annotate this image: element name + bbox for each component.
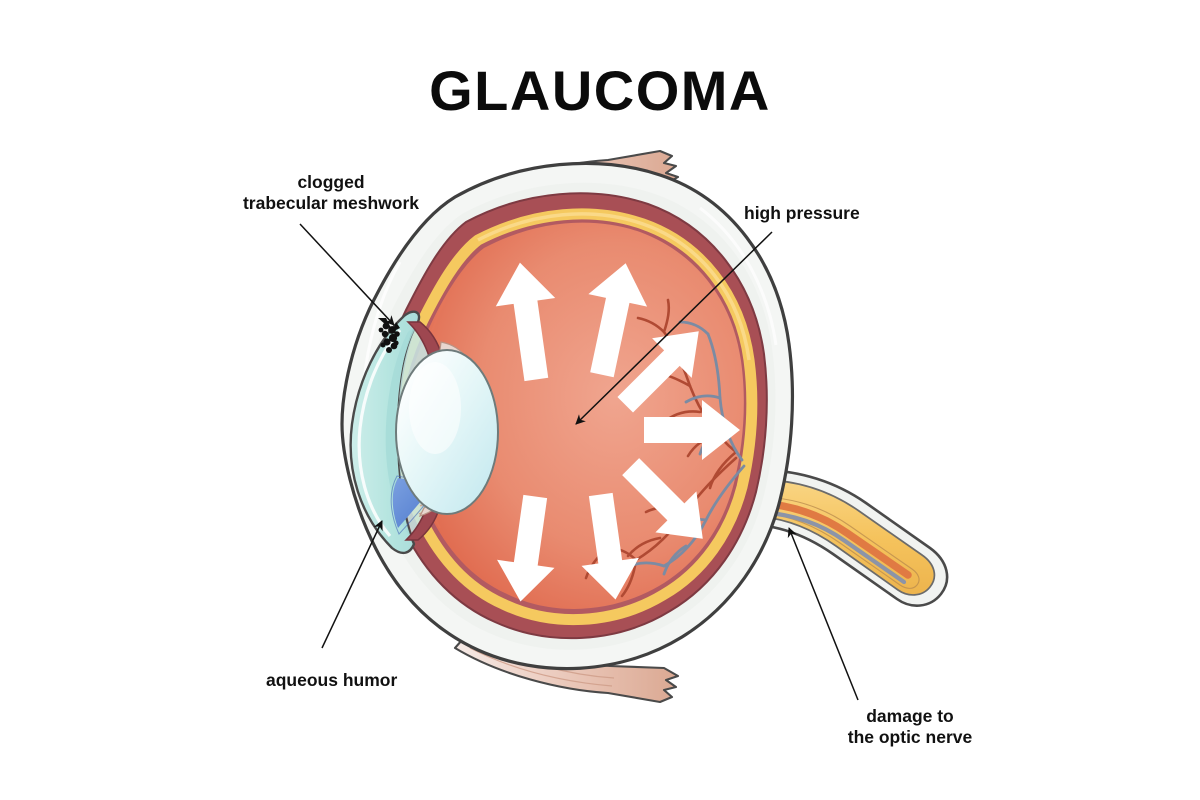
leader-damage-to-the-optic-nerve: [787, 527, 859, 701]
callout-leader-lines: [299, 223, 859, 701]
callout-label-damage-line2: the optic nerve: [847, 727, 973, 747]
callout-label-high-pressure: high pressure: [744, 203, 860, 223]
pressure-arrow-down-center: [581, 492, 639, 600]
leader-high-pressure: [575, 231, 773, 425]
pressure-arrow-up-left: [495, 262, 556, 382]
callout-label-damage-to-the-optic-nerve: damage to the optic nerve: [840, 706, 980, 748]
leader-clogged-trabecular-meshwork: [299, 223, 395, 326]
pressure-arrows: [495, 262, 740, 602]
page-title: GLAUCOMA: [429, 59, 771, 122]
pressure-arrow-up-right: [588, 263, 648, 378]
pressure-arrow-down-left: [497, 494, 555, 602]
pressure-arrow-up-right-diagonal: [617, 331, 699, 413]
callout-label-clogged-line1: clogged: [297, 172, 365, 192]
callout-label-aqueous-humor: aqueous humor: [266, 670, 398, 690]
callout-label-clogged-line2: trabecular meshwork: [242, 193, 420, 213]
pressure-arrow-right: [644, 400, 740, 460]
lens: [395, 349, 499, 515]
leader-aqueous-humor: [321, 520, 383, 649]
callout-label-damage-line1: damage to: [866, 706, 954, 726]
pressure-arrow-down-right-diagonal: [622, 458, 703, 539]
callout-label-clogged-trabecular-meshwork: clogged trabecular meshwork: [232, 172, 430, 214]
optic-nerve: [740, 468, 949, 607]
